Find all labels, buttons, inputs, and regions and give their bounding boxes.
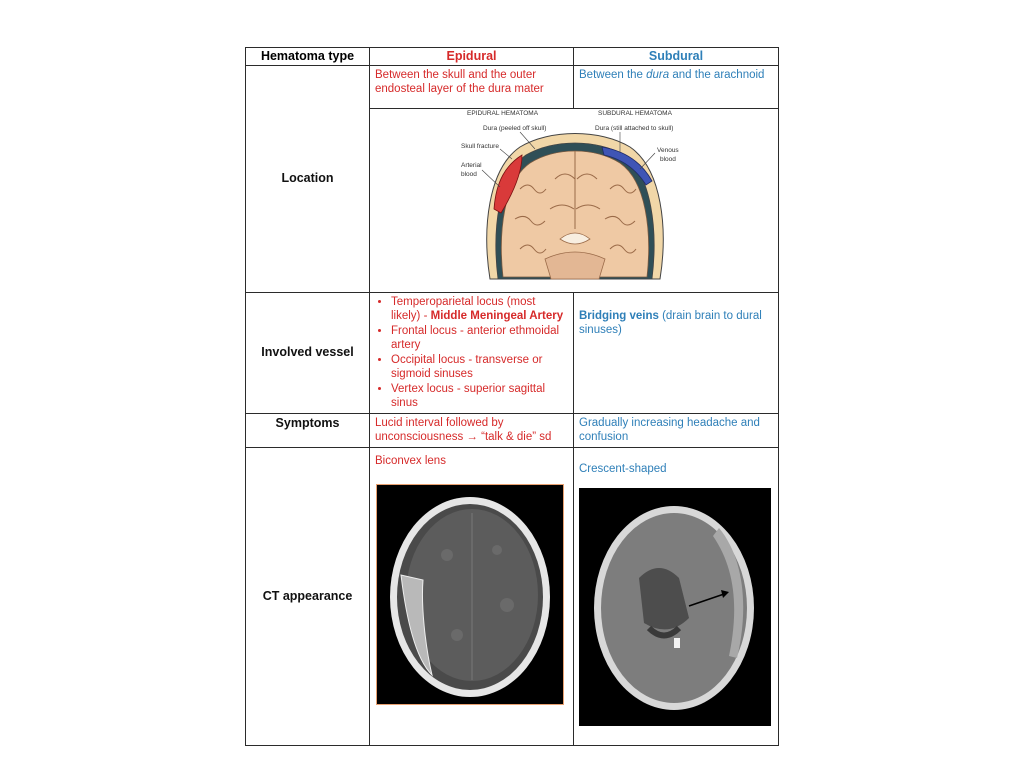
symptoms-label: Symptoms — [245, 412, 370, 448]
subdural-hematoma — [601, 146, 653, 186]
epidural-ct-svg — [390, 496, 550, 697]
epidural-hematoma — [493, 153, 523, 214]
bridging-veins: Bridging veins — [579, 309, 659, 322]
header-subdural: Subdural — [573, 47, 779, 66]
arterial-label: Arterial — [461, 162, 482, 169]
dura-attached-label: Dura (still attached to skull) — [595, 125, 673, 132]
vessel-item: Frontal locus - anterior ethmoidal arter… — [391, 324, 568, 353]
middle-meningeal-artery: Middle Meningeal Artery — [430, 310, 564, 322]
cerebellum — [544, 251, 606, 279]
location-label: Location — [245, 64, 370, 293]
ventricles — [559, 232, 591, 244]
ct-label: CT appearance — [245, 446, 370, 746]
symptoms-subdural: Gradually increasing headache and confus… — [573, 412, 779, 448]
ct-subdural-cell: Crescent-shaped — [573, 446, 779, 746]
vessel-item: Vertex locus - superior sagittal sinus — [391, 382, 568, 411]
vessel-label: Involved vessel — [245, 291, 370, 414]
symptoms-epidural: Lucid interval followed by unconsciousne… — [369, 412, 574, 448]
hematoma-diagram: EPIDURAL HEMATOMA SUBDURAL HEMATOMA Dura… — [461, 110, 679, 279]
arrow-icon: → — [466, 431, 478, 443]
venous-label: Venous — [657, 147, 679, 154]
ct-arrow-icon — [688, 589, 729, 607]
ct-subdural-caption: Crescent-shaped — [579, 462, 667, 475]
skull-fracture-label: Skull fracture — [461, 143, 499, 150]
dura-peeled-label: Dura (peeled off skull) — [483, 125, 546, 132]
leader-lines — [481, 131, 656, 187]
vessel-item: Temperoparietal locus (most likely) - Mi… — [391, 295, 568, 324]
vessel-epidural-cell: Temperoparietal locus (most likely) - Mi… — [369, 291, 574, 414]
location-epidural-text: Between the skull and the outer endostea… — [369, 64, 574, 109]
header-type-label: Hematoma type — [245, 47, 370, 66]
vessel-row: Involved vessel Temperoparietal locus (m… — [245, 291, 779, 414]
location-row-diagram: EPIDURAL HEMATOMA SUBDURAL HEMATOMA Dura… — [246, 107, 779, 293]
hematoma-comparison-table: Hematoma type Epidural Subdural Location… — [245, 47, 779, 746]
epidural-ct-image — [376, 483, 564, 705]
symptoms-row: Symptoms Lucid interval followed by unco… — [245, 412, 779, 448]
dura-italic: dura — [646, 68, 670, 81]
ct-epidural-cell: Biconvex lens — [369, 446, 574, 746]
epidural-diagram-title: EPIDURAL HEMATOMA — [467, 110, 539, 117]
hematoma-diagram-cell: EPIDURAL HEMATOMA SUBDURAL HEMATOMA Dura… — [369, 107, 779, 293]
location-row-text: Location Between the skull and the outer… — [245, 64, 779, 293]
venous-blood-label: blood — [660, 156, 676, 163]
vessel-epidural-list: Temperoparietal locus (most likely) - Mi… — [374, 295, 568, 411]
brain-gyri — [514, 150, 637, 253]
subdural-ct-image — [579, 487, 771, 726]
vessel-item: Occipital locus - transverse or sigmoid … — [391, 353, 568, 382]
subdural-ct-svg — [594, 505, 754, 710]
subdural-diagram-title: SUBDURAL HEMATOMA — [598, 110, 673, 117]
vessel-subdural-cell: Bridging veins (drain brain to dural sin… — [573, 291, 779, 414]
header-row: Hematoma type Epidural Subdural — [245, 47, 779, 66]
header-epidural: Epidural — [369, 47, 574, 66]
location-subdural-text: Between the dura and the arachnoid — [573, 64, 779, 109]
ct-row: CT appearance Biconvex lens Crescent-s — [245, 446, 779, 746]
ct-epidural-caption: Biconvex lens — [375, 454, 446, 467]
arterial-blood-label: blood — [461, 171, 477, 178]
